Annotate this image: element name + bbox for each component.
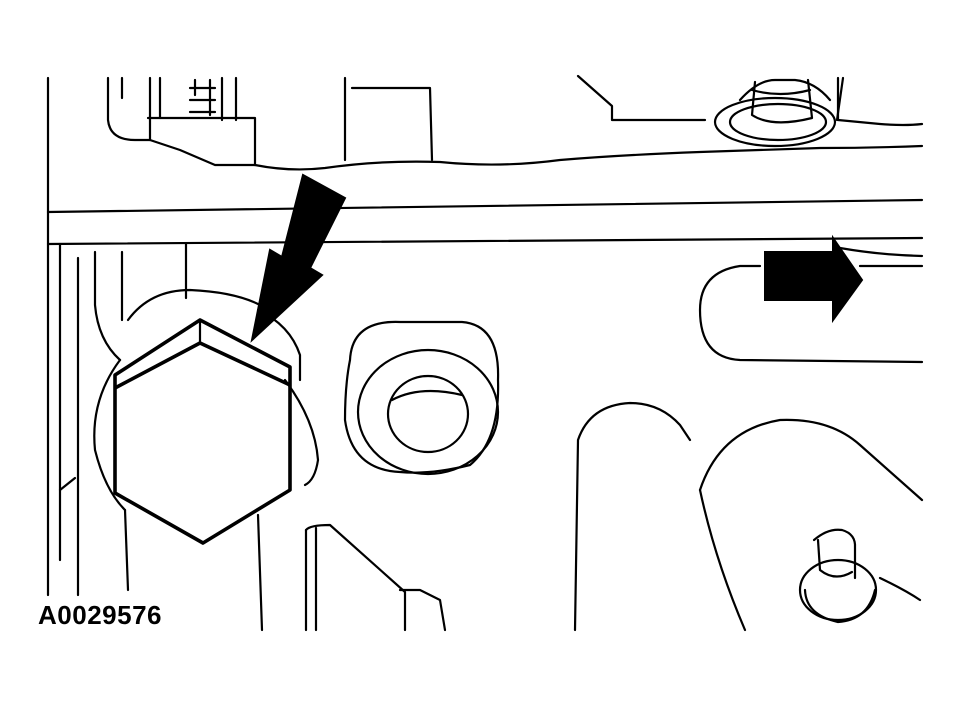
pointer-arrow xyxy=(250,173,347,343)
horizontal-rail xyxy=(46,198,924,258)
upper-housing xyxy=(46,74,924,214)
lower-right-casting xyxy=(573,401,924,632)
round-bushing xyxy=(343,320,500,476)
bolt-boss xyxy=(46,210,320,632)
top-stud xyxy=(713,78,837,148)
figure-id-label: A0029576 xyxy=(38,600,162,630)
lower-bracket xyxy=(304,523,447,632)
hex-bolt xyxy=(113,318,292,545)
lower-stud xyxy=(798,528,878,624)
direction-arrow xyxy=(764,234,864,324)
side-slot xyxy=(698,264,924,364)
